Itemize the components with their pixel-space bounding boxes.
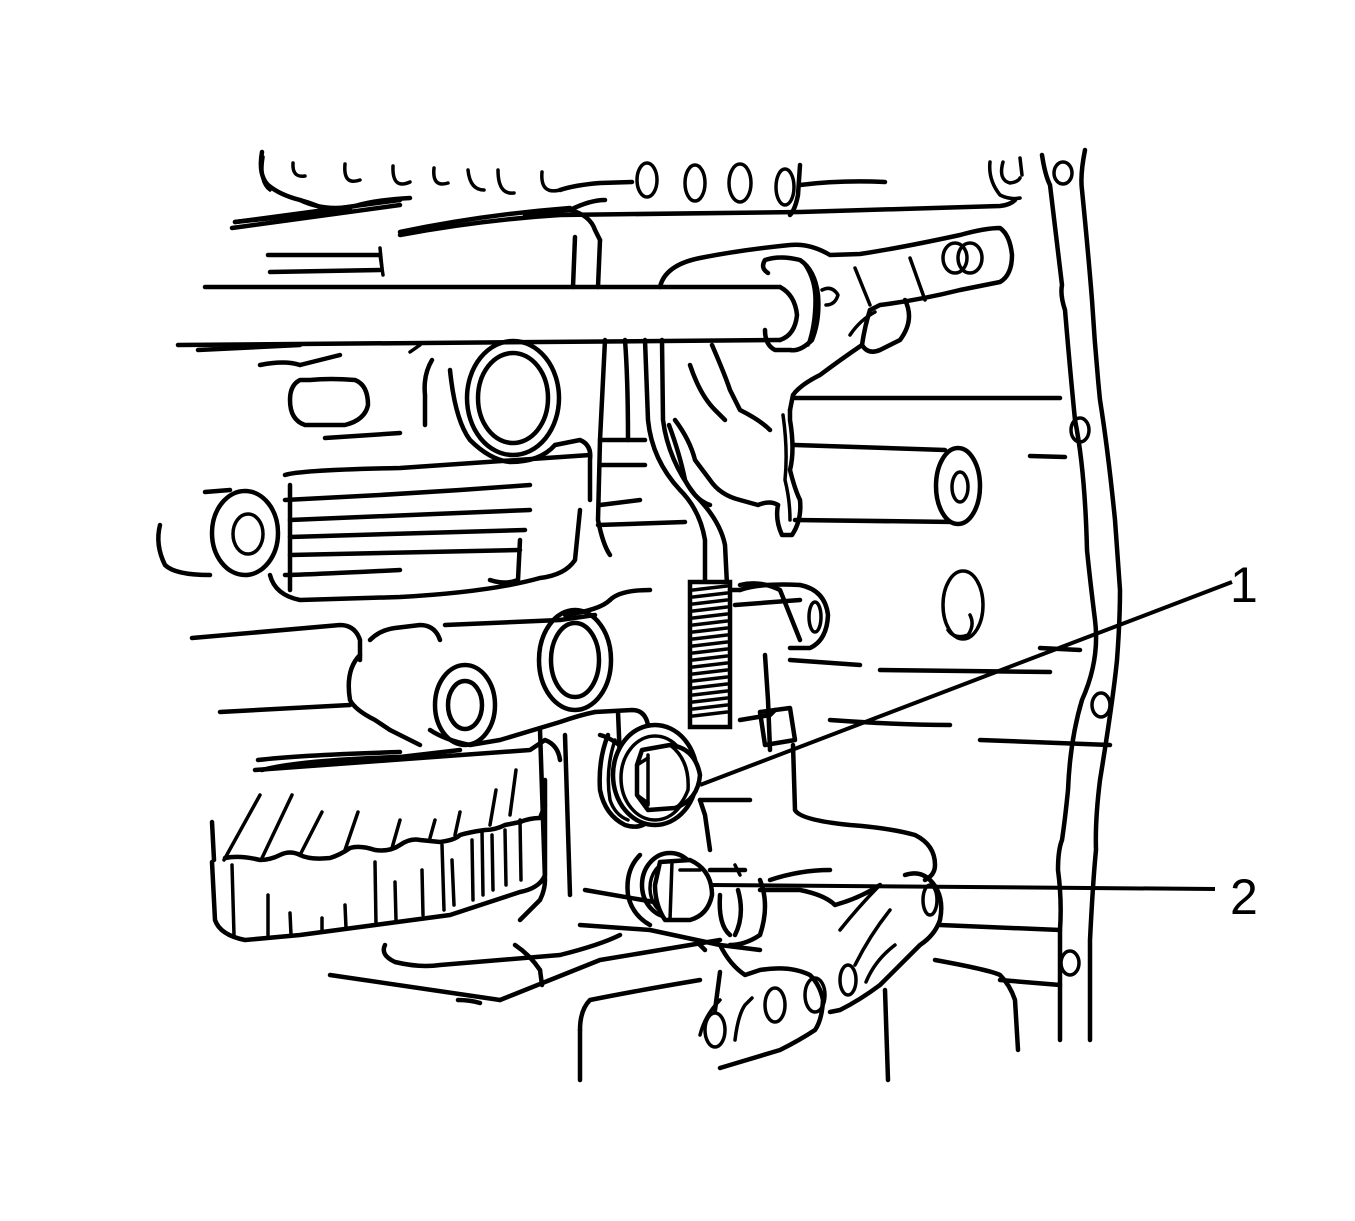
right-valve-section [732, 395, 1113, 748]
bolt-plate [327, 727, 763, 1083]
gasket-rail [1039, 147, 1123, 1043]
serrated-block [209, 737, 563, 943]
bolt-1 [597, 722, 753, 853]
callout-2-leader [709, 883, 1216, 891]
thread-marks [691, 584, 729, 718]
callout-1-leader [699, 580, 1233, 787]
bolt-2 [625, 850, 768, 953]
bottom-bracket [698, 867, 1063, 1083]
manual-shaft [175, 234, 800, 348]
callout-2-label: 2 [1230, 869, 1258, 925]
threaded-tube [595, 337, 938, 883]
left-cylinder [156, 452, 593, 603]
top-casting-edge [229, 149, 1024, 243]
left-upper-block [195, 338, 593, 503]
middle-left-ribs [189, 587, 653, 773]
callout-1-label: 1 [1230, 557, 1258, 613]
